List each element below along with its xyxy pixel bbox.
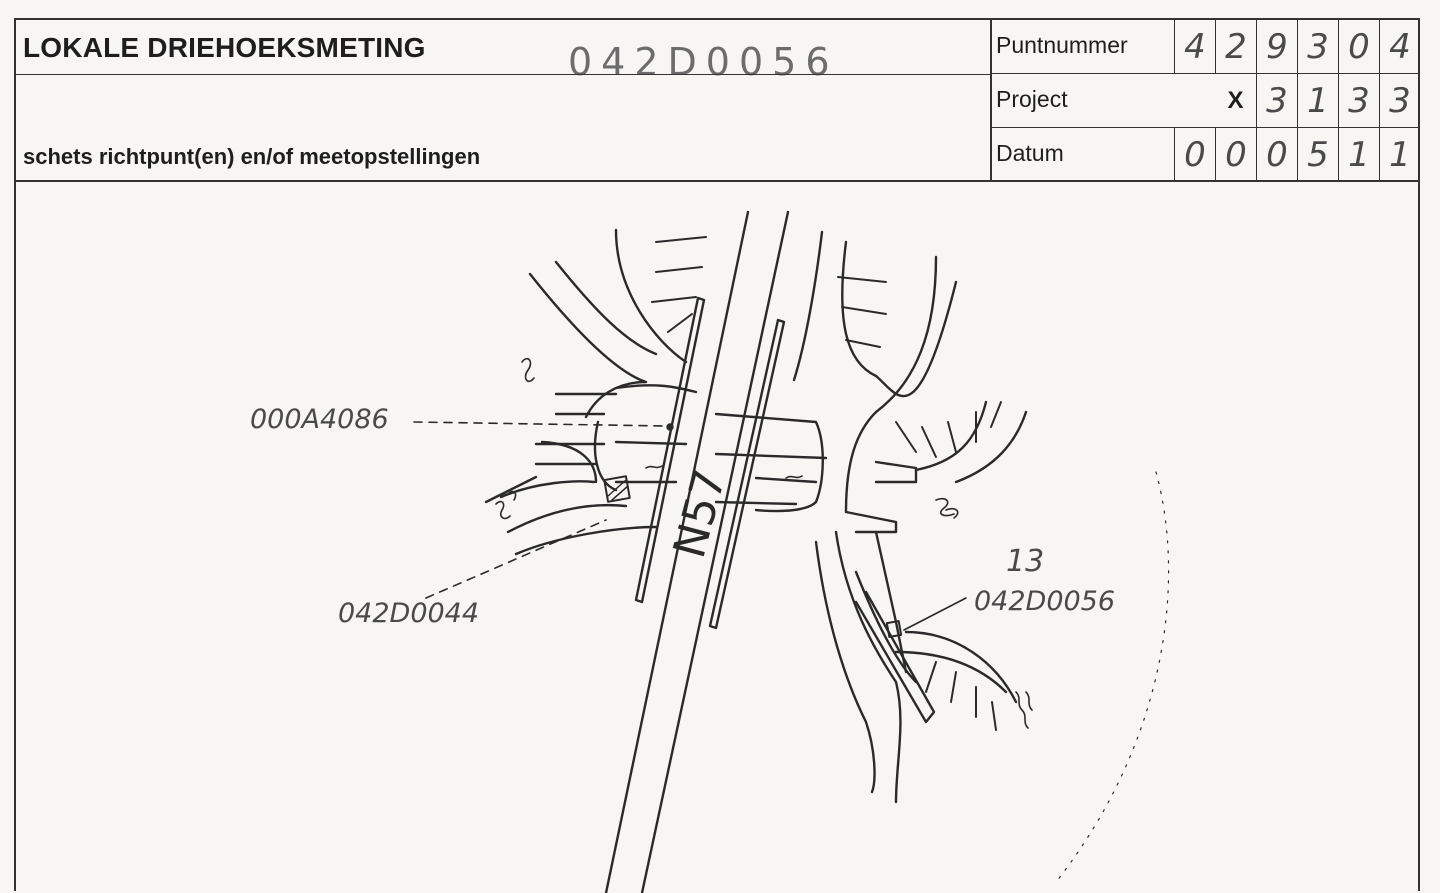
form-title: LOKALE DRIEHOEKSMETING [23,32,426,63]
project-digit-2: 1 [1297,74,1338,127]
handwritten-point-number: 042D0056 [568,40,839,84]
puntnummer-digit-2: 2 [1215,20,1256,73]
datum-row: Datum 0 0 0 5 1 1 [990,128,1420,182]
vegetation-marks [495,357,1033,729]
main-road-n57 [604,210,790,893]
puntnummer-digit-6: 4 [1379,20,1420,73]
project-prefix: X [1227,86,1244,114]
puntnummer-digit-3: 9 [1256,20,1297,73]
project-digit-1: 3 [1256,74,1297,127]
sketch-area: N57 000A4086 042D0044 13 042D0056 [16,182,1418,893]
leader-lines [413,421,967,631]
header-fields-panel: Puntnummer 4 2 9 3 0 4 Project X 3 1 3 3… [990,20,1420,182]
puntnummer-digit-5: 0 [1338,20,1379,73]
puntnummer-digit-4: 3 [1297,20,1338,73]
header-divider [16,74,990,75]
project-row: Project X 3 1 3 3 [990,74,1420,128]
project-cells: X 3 1 3 3 [1174,74,1420,127]
median-strips [634,296,786,630]
project-label: Project [996,86,1068,112]
side-roads [484,228,1028,804]
datum-digit-6: 1 [1379,128,1420,182]
survey-form: LOKALE DRIEHOEKSMETING 042D0056 schets r… [14,18,1420,893]
sketch-subtitle: schets richtpunt(en) en/of meetopstellin… [23,144,481,169]
datum-label: Datum [996,140,1064,166]
embankment-hatching [651,236,1002,731]
point-label-13: 13 [1006,544,1045,579]
point-label-042d0044: 042D0044 [338,598,480,629]
project-digit-3: 3 [1338,74,1379,127]
datum-digit-1: 0 [1174,128,1215,182]
puntnummer-label: Puntnummer [996,32,1128,58]
puntnummer-row: Puntnummer 4 2 9 3 0 4 [990,20,1420,74]
sheet-edge-mark [1055,471,1170,883]
datum-digit-2: 0 [1215,128,1256,182]
point-label-042d0056: 042D0056 [974,586,1116,617]
datum-cells: 0 0 0 5 1 1 [1174,128,1420,182]
datum-digit-3: 0 [1256,128,1297,182]
point-markers [603,423,903,638]
datum-digit-4: 5 [1297,128,1338,182]
project-digit-4: 3 [1379,74,1420,127]
road-sketch [413,210,1170,893]
datum-digit-5: 1 [1338,128,1379,182]
puntnummer-cells: 4 2 9 3 0 4 [1174,20,1420,73]
puntnummer-digit-1: 4 [1174,20,1215,73]
point-label-000a4086: 000A4086 [250,404,389,435]
header-left-panel: LOKALE DRIEHOEKSMETING 042D0056 schets r… [16,20,992,182]
